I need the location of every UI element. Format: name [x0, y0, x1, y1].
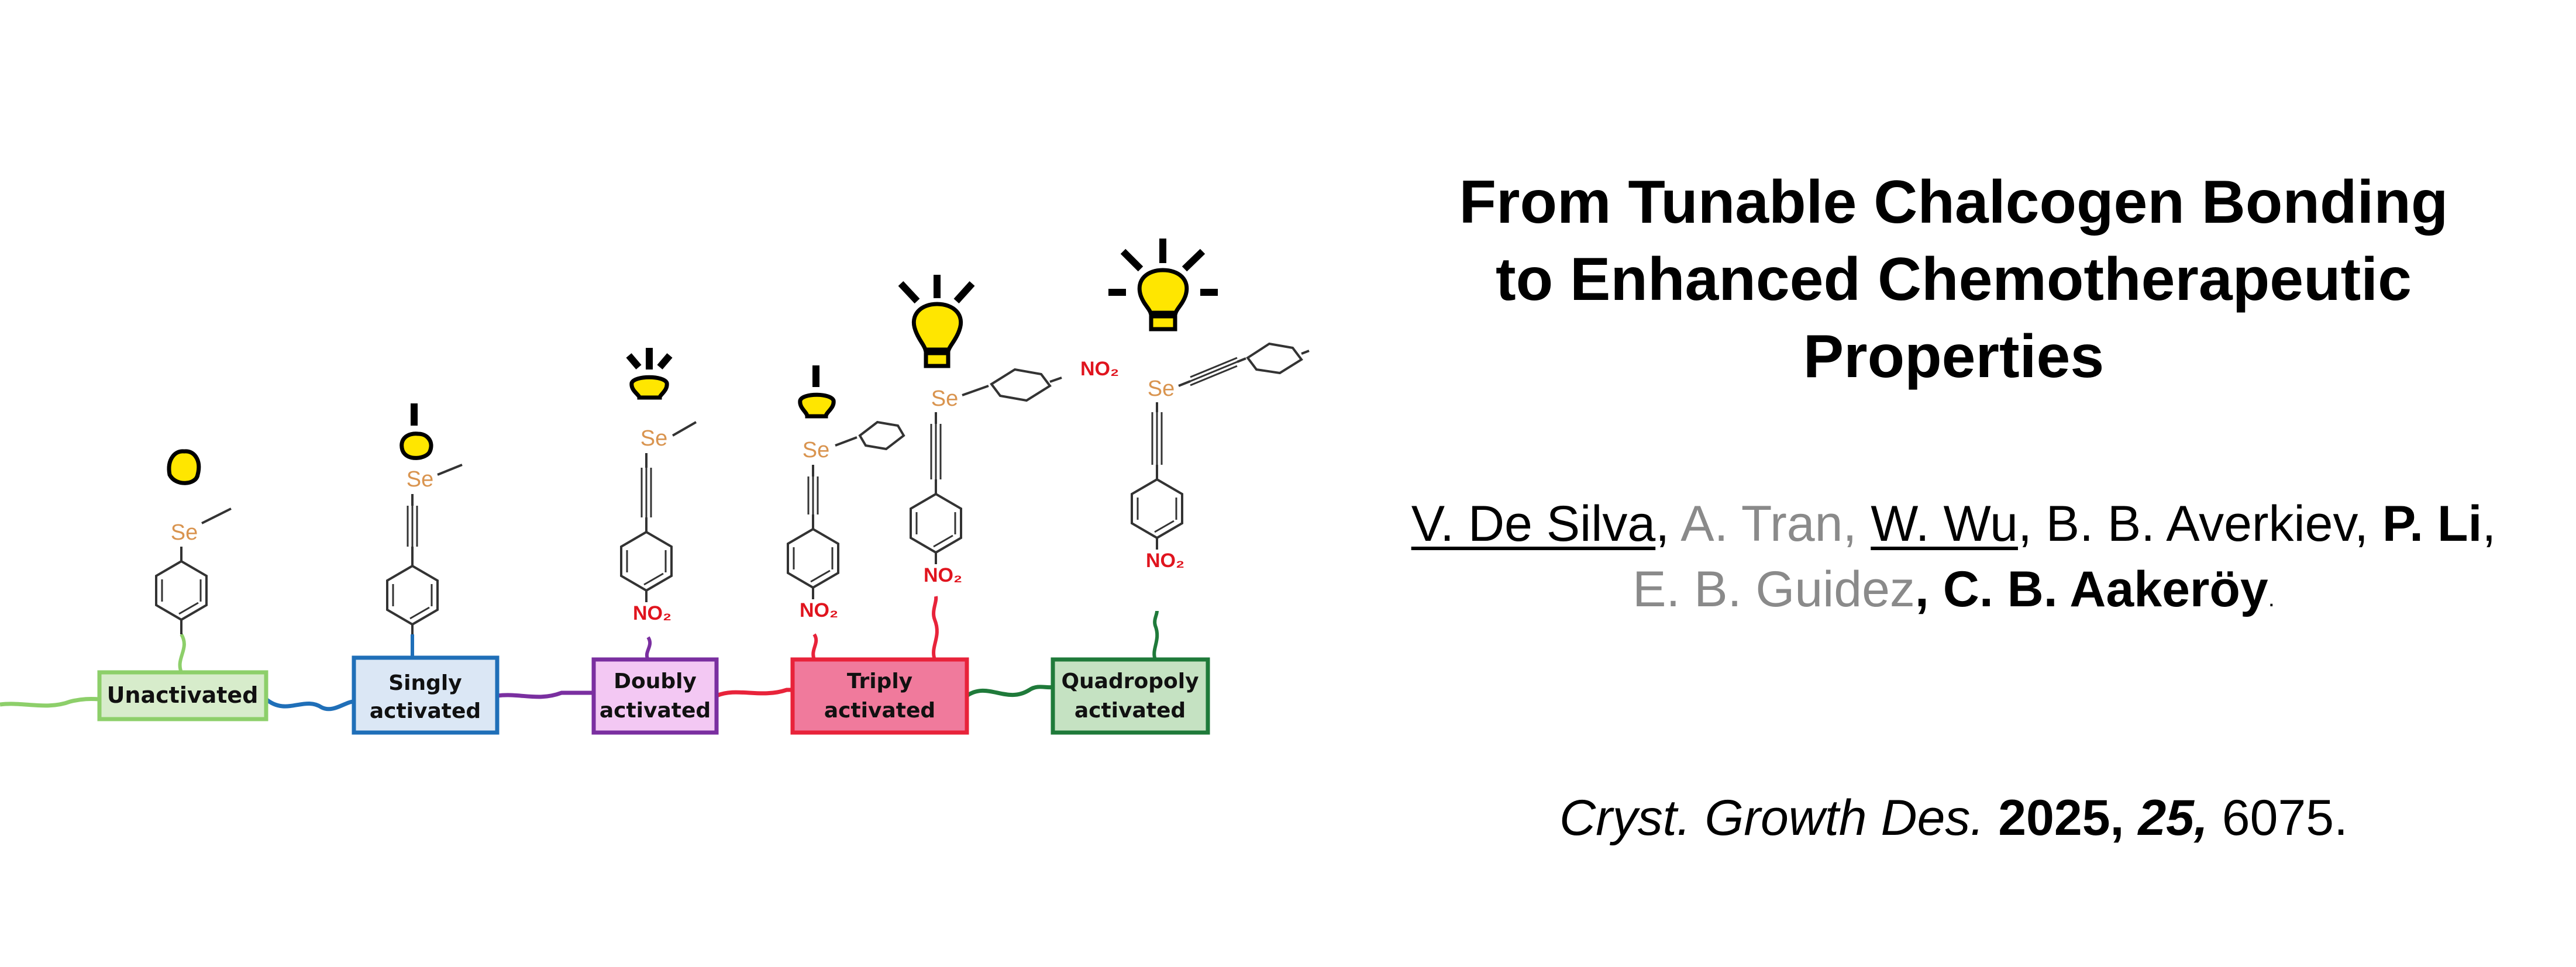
svg-text:NO₂: NO₂: [633, 602, 671, 624]
svg-text:Se: Se: [803, 438, 829, 462]
citation-page: 6075.: [2207, 790, 2348, 846]
citation-volume: 25,: [2124, 790, 2208, 846]
author-wu: W. Wu: [1871, 496, 2018, 552]
chain-segment-doubly: [497, 690, 594, 699]
label-unactivated: Unactivated: [107, 682, 259, 708]
label-box-doubly: Doubly activated: [591, 657, 719, 735]
author-li: P. Li: [2382, 496, 2482, 552]
author-averkiev: , B. B. Averkiev,: [2017, 496, 2382, 552]
svg-text:Triply: Triply: [847, 669, 912, 693]
svg-text:NO₂: NO₂: [924, 564, 962, 586]
molecule-quadropoly: NO₂ Se: [1131, 342, 1310, 661]
svg-text:Se: Se: [171, 520, 198, 545]
svg-text:Quadropoly: Quadropoly: [1061, 669, 1199, 693]
author-guidez: E. B. Guidez: [1633, 561, 1915, 617]
svg-text:Doubly: Doubly: [614, 669, 697, 693]
lightbulb-triply-large-icon: [898, 275, 975, 368]
svg-text:activated: activated: [370, 699, 481, 723]
chain-segment-singly: [264, 697, 354, 712]
svg-text:NO₂: NO₂: [1146, 550, 1184, 572]
reaction-scheme: Unactivated Singly activated Doubly acti…: [0, 239, 1310, 735]
molecule-triply-nitrophenyl: NO₂ Se NO₂: [910, 358, 1119, 660]
svg-text:Se: Se: [407, 467, 433, 492]
citation: Cryst. Growth Des. 2025, 25, 6075.: [1334, 789, 2574, 847]
molecule-doubly: NO₂ Se: [620, 421, 697, 661]
title-line-3: Properties: [1803, 323, 2105, 391]
label-box-quadropoly: Quadropoly activated: [1051, 657, 1210, 735]
svg-text:activated: activated: [824, 699, 935, 723]
label-box-triply: Triply activated: [790, 657, 969, 735]
author-line-2: E. B. Guidez, C. B. Aakeröy.: [1633, 561, 2275, 617]
lightbulb-triply-small-icon: [798, 365, 836, 419]
author-de-silva: V. De Silva: [1411, 496, 1656, 552]
citation-year: 2025,: [1998, 790, 2124, 846]
svg-text:activated: activated: [600, 699, 711, 723]
svg-text:NO₂: NO₂: [800, 599, 838, 621]
svg-text:Se: Se: [1148, 377, 1175, 401]
svg-text:activated: activated: [1075, 699, 1186, 723]
lightbulb-doubly-icon: [626, 348, 673, 400]
svg-text:Se: Se: [931, 386, 958, 411]
lightbulb-singly-icon: [400, 403, 433, 460]
label-box-unactivated: Unactivated: [97, 670, 268, 721]
journal-name: Cryst. Growth Des.: [1559, 790, 1999, 846]
chain-segment-unactivated: [0, 697, 100, 708]
molecule-triply-phenyl: NO₂ Se: [787, 420, 905, 661]
lightbulb-quadropoly-icon: [1108, 239, 1218, 331]
title-line-1: From Tunable Chalcogen Bonding: [1459, 168, 2448, 236]
lightbulb-unactivated-icon: [167, 449, 201, 485]
molecule-unactivated: Se: [155, 507, 232, 674]
title-line-2: to Enhanced Chemotherapeutic: [1496, 246, 2412, 313]
author-tran: A. Tran,: [1680, 496, 1871, 552]
paper-title: From Tunable Chalcogen Bonding to Enhanc…: [1334, 164, 2574, 395]
svg-text:Singly: Singly: [388, 671, 462, 695]
author-list: V. De Silva, A. Tran, W. Wu, B. B. Averk…: [1334, 491, 2574, 631]
svg-text:NO₂: NO₂: [1080, 358, 1119, 380]
svg-text:Se: Se: [640, 426, 667, 451]
molecule-singly: Se: [386, 464, 463, 658]
author-aakeroy: , C. B. Aakeröy: [1914, 561, 2268, 617]
chain-segment-triply: [715, 688, 793, 698]
chain-segment-quadropoly: [966, 685, 1054, 697]
label-box-singly: Singly activated: [352, 655, 500, 735]
author-line-1: V. De Silva, A. Tran, W. Wu, B. B. Averk…: [1411, 496, 2496, 552]
